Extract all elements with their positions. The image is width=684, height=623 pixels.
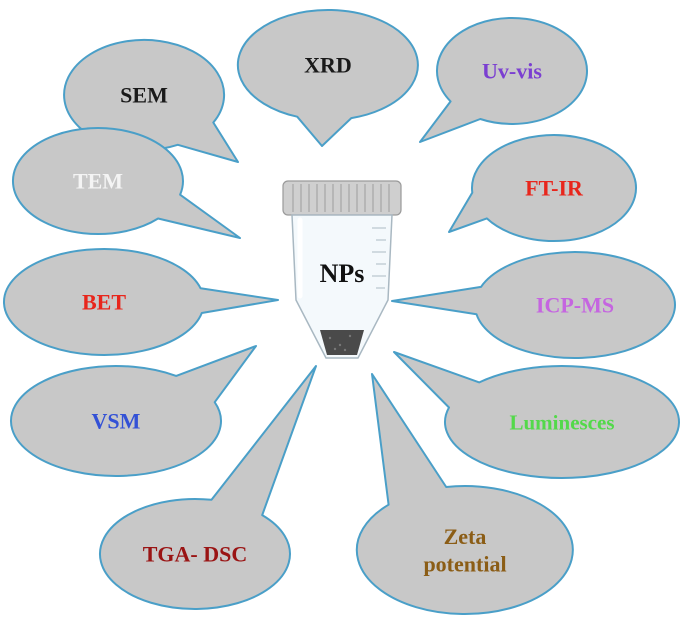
bubble-shape-ftir [448,134,637,242]
bubble-shape-vsm [10,345,257,477]
bubble-label-icpms: ICP-MS [536,293,614,318]
bubble-label-lumin: Luminesces [510,410,615,434]
bubble-shape-uvvis [419,16,589,143]
bubble-vsm: VSM [10,345,257,477]
bubble-shape-tga [99,365,317,610]
bubble-label-tem: TEM [73,169,123,194]
bubble-label-bet: BET [82,290,126,315]
bubble-label-uvvis: Uv-vis [482,59,542,84]
bubble-zeta: Zeta potential [355,373,574,615]
center-label: NPs [320,259,365,288]
bubble-shape-xrd [236,8,419,147]
bubble-shape-tem [11,127,241,239]
bubble-label-zeta-2: potential [423,552,506,577]
bubble-shape-bet [3,247,279,356]
bubble-tga: TGA- DSC [99,365,317,610]
bubble-bet: BET [3,247,279,356]
bubble-ftir: FT-IR [448,134,637,242]
bubble-label-ftir: FT-IR [525,176,584,201]
bubble-label-vsm: VSM [92,409,141,434]
bubble-uvvis: Uv-vis [419,16,589,143]
sample-tube-icon [282,180,402,359]
bubble-label-zeta-1: Zeta [444,524,487,549]
bubble-label-xrd: XRD [304,53,352,78]
bubble-lumin: Luminesces [393,351,680,480]
bubble-icpms: ICP-MS [391,251,676,360]
bubble-shape-lumin [393,351,680,480]
sediment-icon [320,330,364,355]
bubble-shape-zeta [355,373,574,615]
bubble-label-tga: TGA- DSC [143,542,248,567]
bubble-shape-icpms [391,251,676,360]
bubble-label-sem: SEM [120,83,168,108]
bubble-xrd: XRD [236,8,419,147]
bubble-tem: TEM [11,127,241,239]
